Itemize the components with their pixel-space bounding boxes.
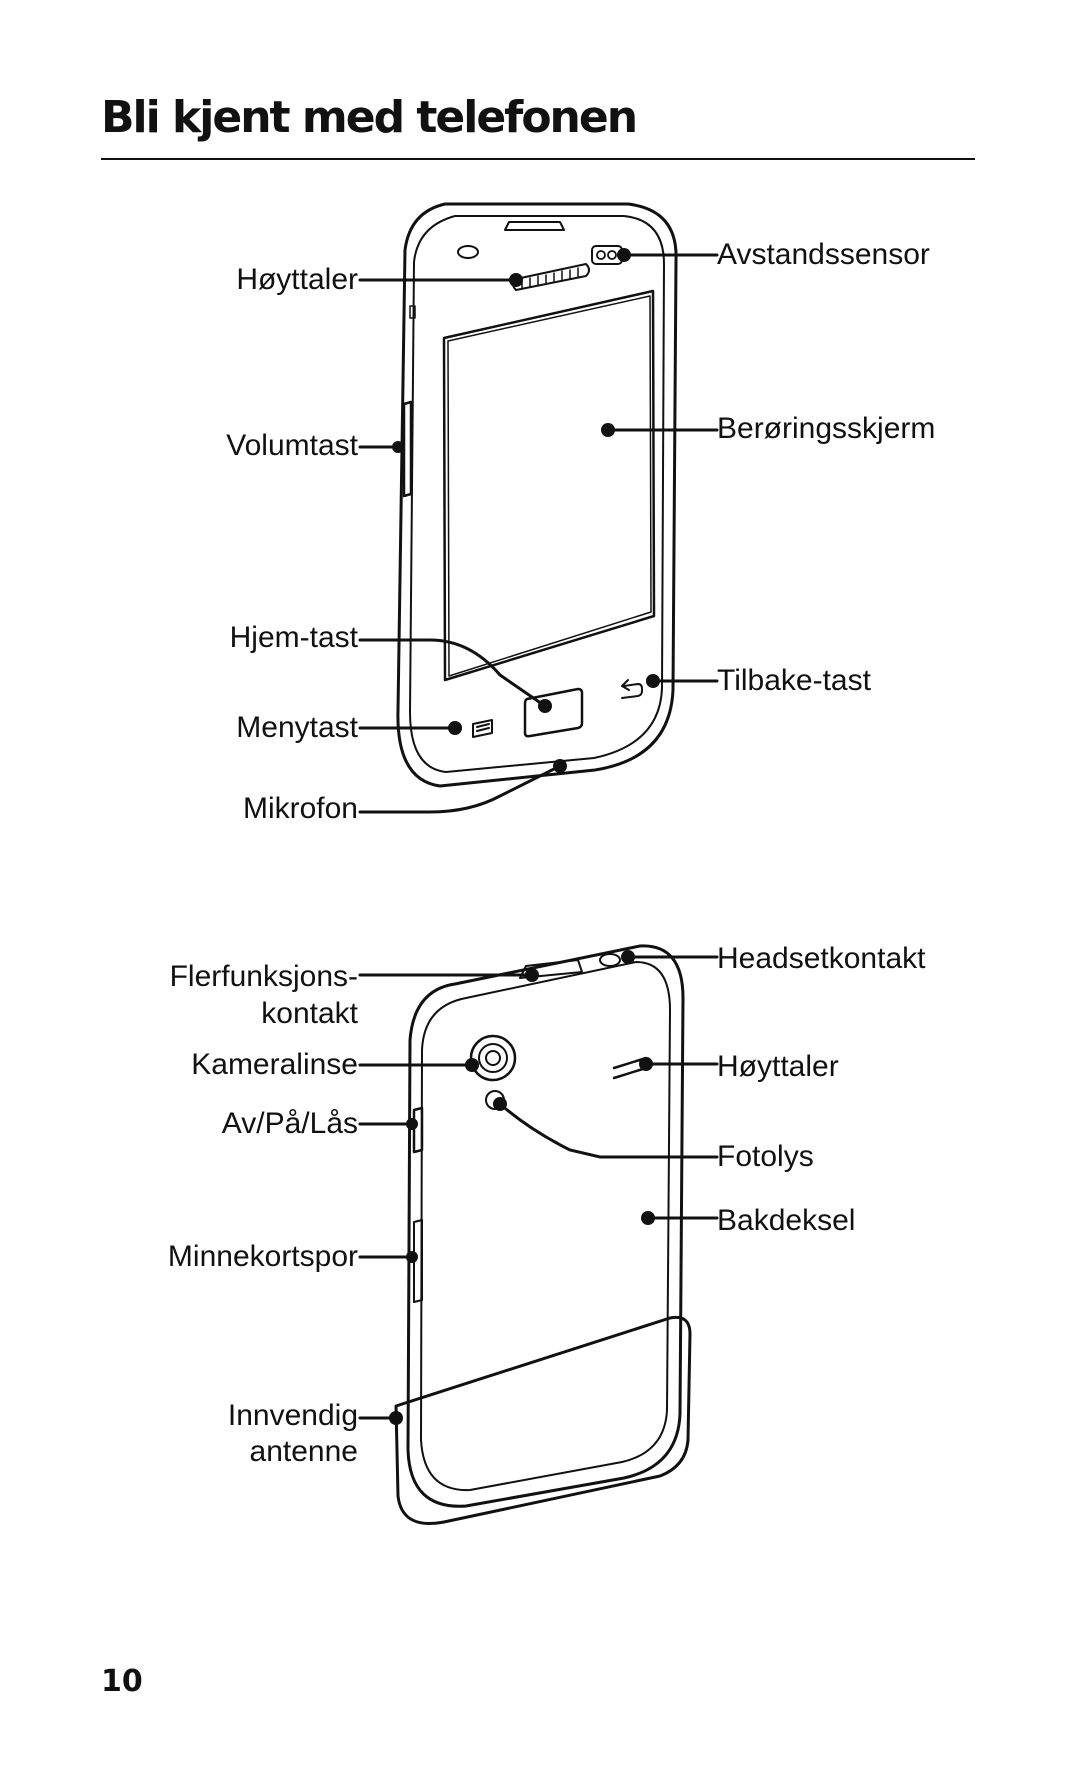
front-callout-dots [392,248,660,773]
label-headset-jack: Headsetkontakt [717,942,926,975]
label-back-cover: Bakdeksel [717,1204,856,1237]
back-phone [394,944,692,1525]
label-power-lock: Av/På/Lås [221,1107,358,1140]
mic-callout [358,764,562,814]
back-arrow-icon [621,679,643,699]
label-home-key: Hjem-tast [229,621,358,654]
label-camera-lens: Kameralinse [191,1048,358,1081]
home-callout [358,638,547,708]
label-antenna-line2: antenne [249,1435,358,1468]
label-speaker: Høyttaler [236,263,358,296]
label-touch-screen: Berøringsskjerm [717,412,936,445]
back-callout-dots [389,950,655,1425]
label-rear-speaker: Høyttaler [717,1050,839,1083]
menu-icon [472,719,493,738]
label-menu-key: Menytast [236,711,358,744]
page-title: Bli kjent med telefonen [101,92,638,143]
label-memory-slot: Minnekortspor [167,1240,358,1273]
label-microphone: Mikrofon [242,792,358,825]
flash-callout [498,1102,719,1159]
title-divider [101,158,975,160]
label-flash: Fotolys [717,1140,814,1173]
label-proximity-sensor: Avstandssensor [717,238,930,271]
label-back-key: Tilbake-tast [717,664,871,697]
label-multifunction-line2: kontakt [261,997,358,1030]
label-multifunction-line1: Flerfunksjons- [169,960,358,993]
page-number: 10 [101,1664,143,1699]
label-antenna-line1: Innvendig [227,1399,358,1432]
front-phone [396,202,678,788]
label-volume-key: Volumtast [226,429,358,462]
